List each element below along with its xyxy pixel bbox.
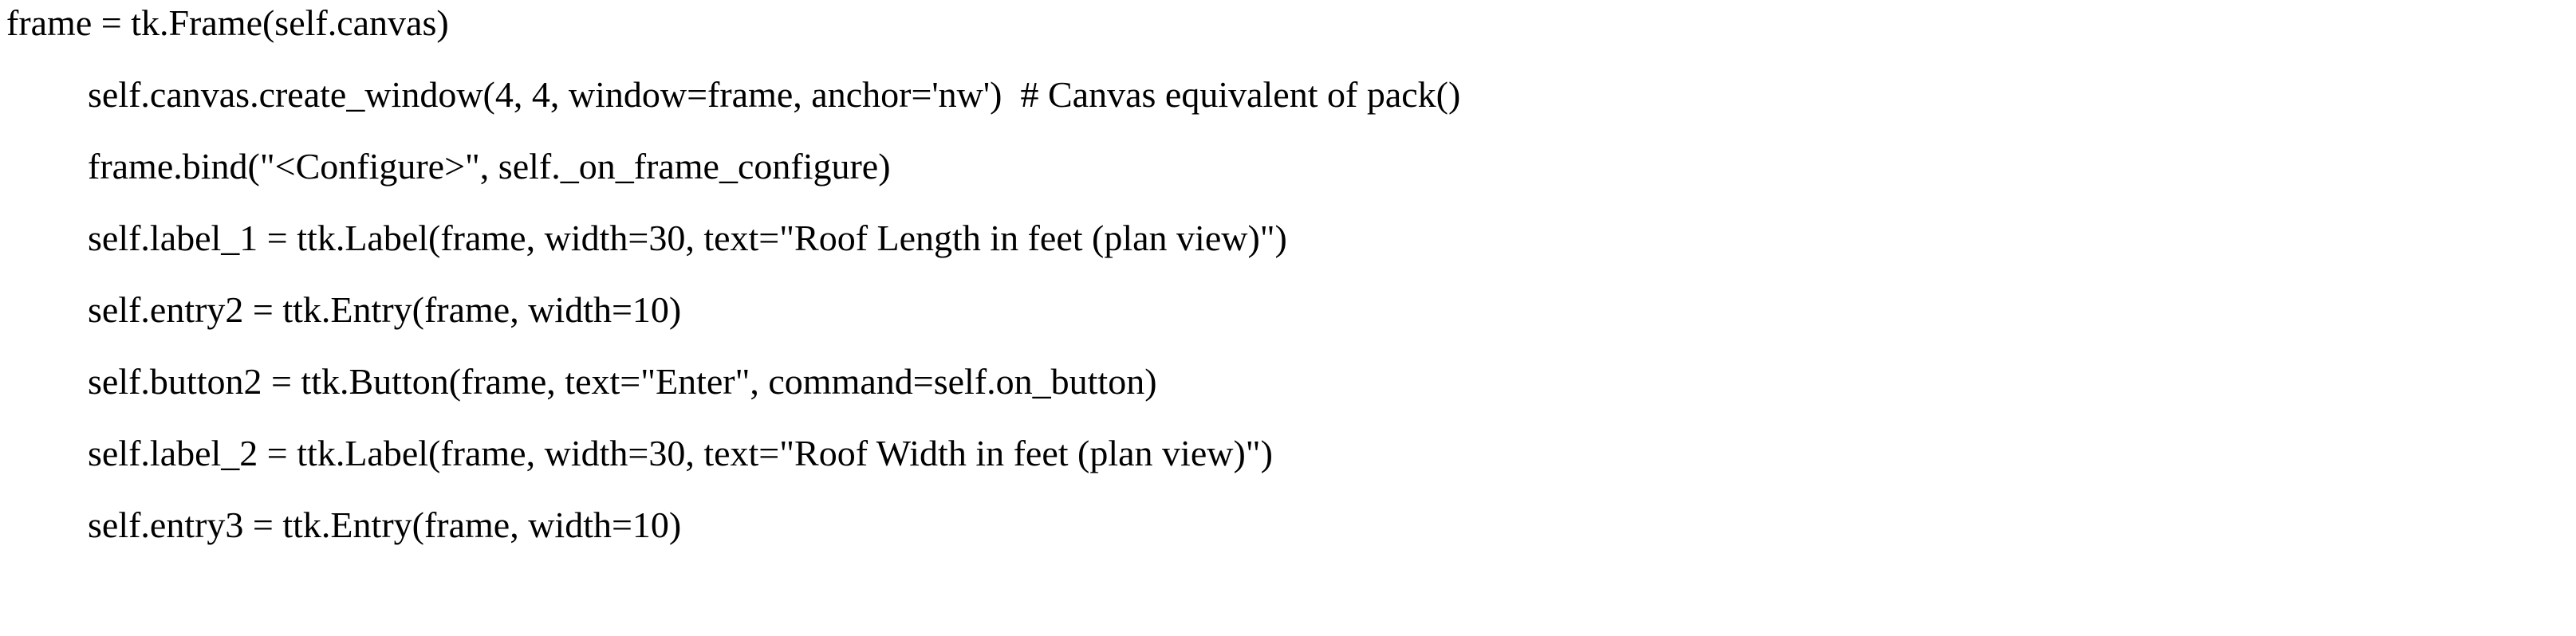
code-line-6: self.button2 = ttk.Button(frame, text="E… (88, 361, 1157, 402)
code-line-1: frame = tk.Frame(self.canvas) (6, 2, 449, 43)
code-line-3: frame.bind("<Configure>", self._on_frame… (88, 146, 891, 186)
code-line-7: self.label_2 = ttk.Label(frame, width=30… (88, 433, 1273, 473)
code-line-8: self.entry3 = ttk.Entry(frame, width=10) (88, 504, 682, 545)
code-line-2: self.canvas.create_window(4, 4, window=f… (88, 74, 1461, 115)
code-line-4: self.label_1 = ttk.Label(frame, width=30… (88, 218, 1287, 258)
code-line-5: self.entry2 = ttk.Entry(frame, width=10) (88, 289, 682, 330)
